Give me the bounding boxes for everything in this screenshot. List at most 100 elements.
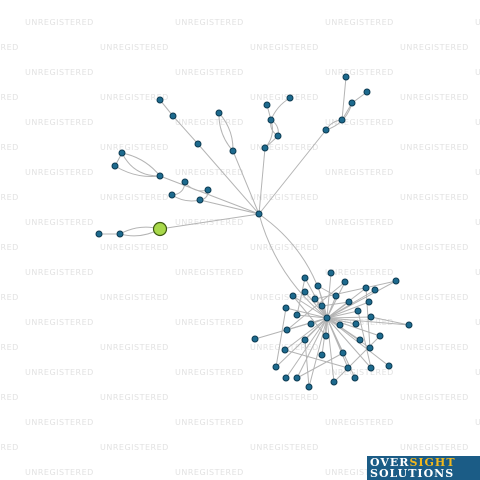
entity-node bbox=[116, 230, 124, 238]
entity-node bbox=[156, 96, 164, 104]
watermark-text: UNREGISTERED bbox=[175, 368, 244, 377]
edge bbox=[326, 280, 397, 319]
edge bbox=[171, 194, 201, 202]
edge bbox=[321, 301, 350, 307]
entity-node bbox=[348, 99, 356, 107]
watermark-text: UNREGISTERED bbox=[175, 268, 244, 277]
entity-node bbox=[339, 349, 347, 357]
watermark-text: UNREGISTERED bbox=[25, 418, 94, 427]
edge bbox=[121, 152, 161, 177]
watermark-text: UNREGISTERED bbox=[25, 268, 94, 277]
entity-node bbox=[204, 186, 212, 194]
watermark-text: UNREGISTERED bbox=[100, 393, 169, 402]
edge bbox=[333, 335, 381, 383]
watermark-text: UNREGISTERED bbox=[400, 93, 469, 102]
entity-node bbox=[267, 116, 275, 124]
entity-node bbox=[367, 313, 375, 321]
watermark-text: UNREGISTERED bbox=[250, 293, 319, 302]
watermark-text: UNREGISTERED bbox=[250, 93, 319, 102]
entity-node bbox=[322, 332, 330, 340]
watermark-text: UNREGISTERED bbox=[400, 443, 469, 452]
watermark-text: UNREGISTERED bbox=[325, 468, 394, 477]
watermark-text: UNREGISTERED bbox=[100, 443, 169, 452]
entity-node bbox=[351, 374, 359, 382]
edge bbox=[296, 352, 344, 379]
watermark-text: UNREGISTERED bbox=[325, 418, 394, 427]
edge bbox=[292, 295, 328, 319]
entity-node bbox=[301, 288, 309, 296]
entity-node bbox=[363, 88, 371, 96]
entity-node bbox=[336, 321, 344, 329]
edge bbox=[326, 310, 359, 319]
edge bbox=[326, 301, 370, 319]
watermark-text: UNREGISTERED bbox=[100, 243, 169, 252]
edge bbox=[258, 129, 327, 215]
watermark-text: UNREGISTERED bbox=[0, 43, 19, 52]
watermark-text: UNREGISTERED bbox=[175, 418, 244, 427]
edge bbox=[159, 213, 260, 230]
edge bbox=[326, 317, 335, 383]
edge bbox=[326, 316, 372, 319]
entity-node bbox=[345, 298, 353, 306]
watermark-text: UNREGISTERED bbox=[25, 18, 94, 27]
watermark-text: UNREGISTERED bbox=[400, 143, 469, 152]
watermark-text: UNREGISTERED bbox=[100, 43, 169, 52]
edge bbox=[326, 317, 381, 337]
entity-node bbox=[286, 94, 294, 102]
edge bbox=[357, 310, 372, 369]
edge bbox=[296, 277, 306, 316]
watermark-text: UNREGISTERED bbox=[475, 118, 480, 127]
watermark-text: UNREGISTERED bbox=[0, 243, 19, 252]
entity-node bbox=[356, 336, 364, 344]
edge bbox=[218, 112, 234, 152]
watermark-text: UNREGISTERED bbox=[400, 293, 469, 302]
edge bbox=[197, 143, 260, 215]
entity-node bbox=[181, 178, 189, 186]
watermark-text: UNREGISTERED bbox=[400, 43, 469, 52]
entity-node bbox=[322, 126, 330, 134]
entity-node bbox=[366, 344, 374, 352]
edge bbox=[296, 317, 328, 379]
edge bbox=[326, 317, 344, 354]
watermark-text: UNREGISTERED bbox=[325, 18, 394, 27]
entity-node bbox=[255, 210, 263, 218]
watermark-text: UNREGISTERED bbox=[25, 68, 94, 77]
entity-node bbox=[251, 335, 259, 343]
entity-node bbox=[318, 351, 326, 359]
watermark-text: UNREGISTERED bbox=[475, 418, 480, 427]
watermark-text: UNREGISTERED bbox=[25, 368, 94, 377]
entity-node bbox=[215, 109, 223, 117]
watermark-text: UNREGISTERED bbox=[325, 218, 394, 227]
watermark-text: UNREGISTERED bbox=[325, 268, 394, 277]
watermark-text: UNREGISTERED bbox=[175, 168, 244, 177]
watermark-text: UNREGISTERED bbox=[0, 393, 19, 402]
watermark-text: UNREGISTERED bbox=[250, 193, 319, 202]
entity-node bbox=[305, 383, 313, 391]
entity-node bbox=[342, 73, 350, 81]
edge bbox=[114, 165, 161, 177]
entity-node bbox=[327, 269, 335, 277]
entity-node bbox=[282, 304, 290, 312]
watermark-text: UNREGISTERED bbox=[475, 68, 480, 77]
logo-word-over: OVER bbox=[370, 456, 410, 469]
entity-node bbox=[156, 172, 164, 180]
edge bbox=[370, 316, 410, 326]
edge bbox=[159, 175, 260, 215]
entity-node bbox=[352, 320, 360, 328]
watermark-text: UNREGISTERED bbox=[25, 218, 94, 227]
entity-node bbox=[338, 116, 346, 124]
watermark-text: UNREGISTERED bbox=[0, 443, 19, 452]
entity-node bbox=[318, 302, 326, 310]
edge bbox=[314, 280, 397, 300]
entity-node bbox=[376, 332, 384, 340]
watermark-text: UNREGISTERED bbox=[175, 468, 244, 477]
entity-node bbox=[385, 362, 393, 370]
entity-node bbox=[281, 346, 289, 354]
watermark-text: UNREGISTERED bbox=[25, 468, 94, 477]
nodes bbox=[95, 73, 413, 391]
watermark-text: UNREGISTERED bbox=[0, 93, 19, 102]
entity-node bbox=[282, 374, 290, 382]
watermark-text: UNREGISTERED bbox=[175, 118, 244, 127]
entity-node bbox=[293, 311, 301, 319]
entity-node bbox=[341, 278, 349, 286]
